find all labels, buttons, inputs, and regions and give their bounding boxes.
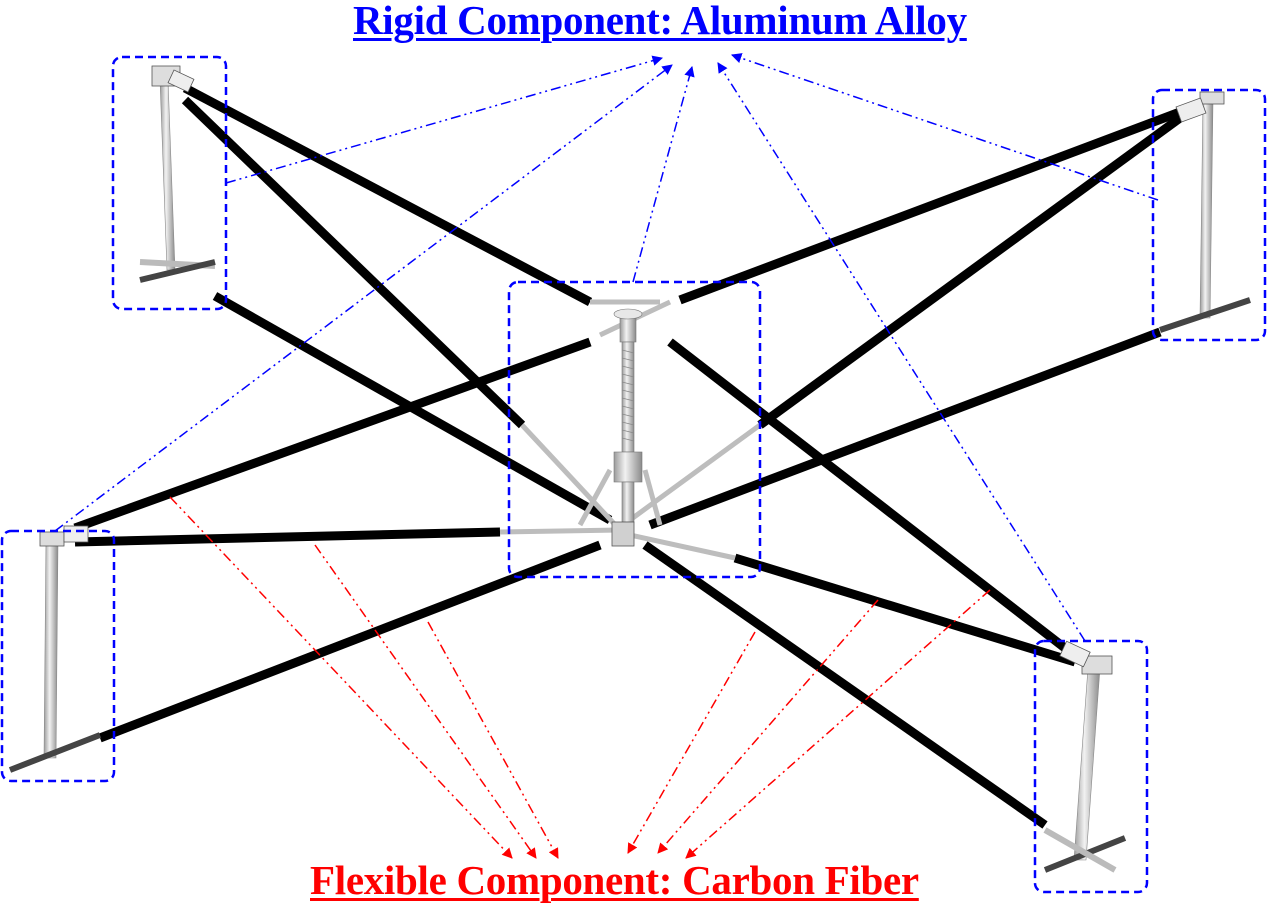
rigid-arrow	[225, 55, 664, 184]
rigid-arrow	[632, 65, 695, 283]
leg-bottom-right	[1043, 640, 1127, 873]
flexible-arrow	[657, 599, 879, 854]
flexible-arrows	[169, 496, 991, 859]
rigid-component-label: Rigid Component: Aluminum Alloy	[353, 0, 967, 43]
carbon-rod	[74, 527, 501, 547]
flexible-arrow	[685, 589, 991, 859]
flexible-arrow	[427, 621, 559, 859]
carbon-rod	[181, 96, 526, 429]
rigid-boxes	[0, 55, 1267, 894]
flexible-arrow	[169, 496, 513, 859]
rigid-arrow	[54, 64, 673, 532]
aluminum-struts	[499, 299, 762, 561]
box-bottom-right-leg	[1033, 639, 1149, 894]
center-hub	[611, 308, 643, 547]
carbon-rod	[757, 114, 1183, 429]
carbon-rod	[73, 337, 592, 533]
leg-bottom-left	[8, 525, 102, 773]
carbon-rod	[648, 327, 1162, 530]
carbon-rods	[73, 84, 1183, 829]
box-bottom-left-leg	[0, 529, 116, 783]
rigid-arrow	[717, 62, 1086, 642]
carbon-rod	[733, 553, 1077, 667]
carbon-rod	[642, 541, 1048, 829]
flexible-arrow	[314, 544, 537, 859]
carbon-rod	[98, 540, 602, 743]
rigid-arrow	[731, 53, 1159, 201]
flexible-component-label: Flexible Component: Carbon Fiber	[310, 857, 919, 903]
carbon-rod	[182, 84, 593, 306]
carbon-rod	[667, 338, 1073, 656]
carbon-rod	[678, 107, 1182, 305]
leg-top-left	[139, 65, 216, 283]
flexible-arrow	[627, 631, 756, 854]
box-top-right-leg	[1151, 88, 1267, 342]
box-center-hub	[507, 280, 762, 579]
rigid-arrows	[54, 53, 1159, 642]
leg-top-right	[1159, 91, 1251, 333]
